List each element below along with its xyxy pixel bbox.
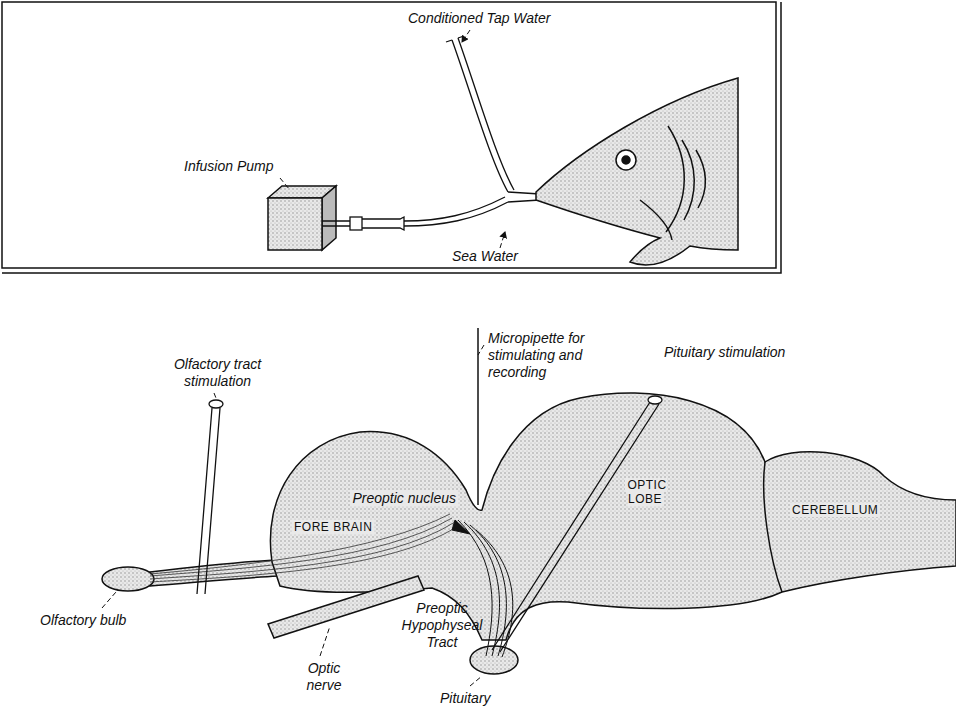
stimulating-electrodes (197, 396, 662, 652)
part-label: Pituitary (440, 690, 530, 707)
leader-lines (280, 30, 505, 248)
label-patch: FORE BRAIN (292, 520, 374, 534)
region-label: OPTIC LOBE (618, 478, 674, 506)
part-label: Preoptic Hypophyseal Tract (398, 600, 486, 651)
inset-frame (2, 2, 781, 273)
region-label: CEREBELLUM (790, 503, 900, 517)
part-label: Conditioned Tap Water (408, 10, 638, 27)
region-label: FORE BRAIN (292, 520, 392, 534)
fish-head (536, 78, 738, 265)
part-label: Olfactory tract stimulation (160, 356, 275, 390)
part-label: Infusion Pump (184, 158, 314, 175)
infusion-pump (268, 186, 336, 250)
label-patch: Preoptic nucleus (350, 490, 458, 506)
part-label: Preoptic nucleus (346, 490, 458, 507)
part-label: Micropipette for stimulating and recordi… (488, 330, 623, 381)
part-label: Pituitary stimulation (664, 344, 844, 361)
preoptic-hypophyseal-tract (452, 520, 513, 657)
part-label: Optic nerve (296, 660, 352, 694)
part-label: Sea Water (452, 248, 562, 265)
part-label: Olfactory bulb (40, 612, 160, 629)
label-patch: OPTIC LOBE (625, 478, 666, 506)
label-patch: CEREBELLUM (790, 503, 880, 517)
tubing (322, 36, 540, 230)
olfactory-fibres (150, 514, 458, 582)
brain (102, 393, 956, 674)
